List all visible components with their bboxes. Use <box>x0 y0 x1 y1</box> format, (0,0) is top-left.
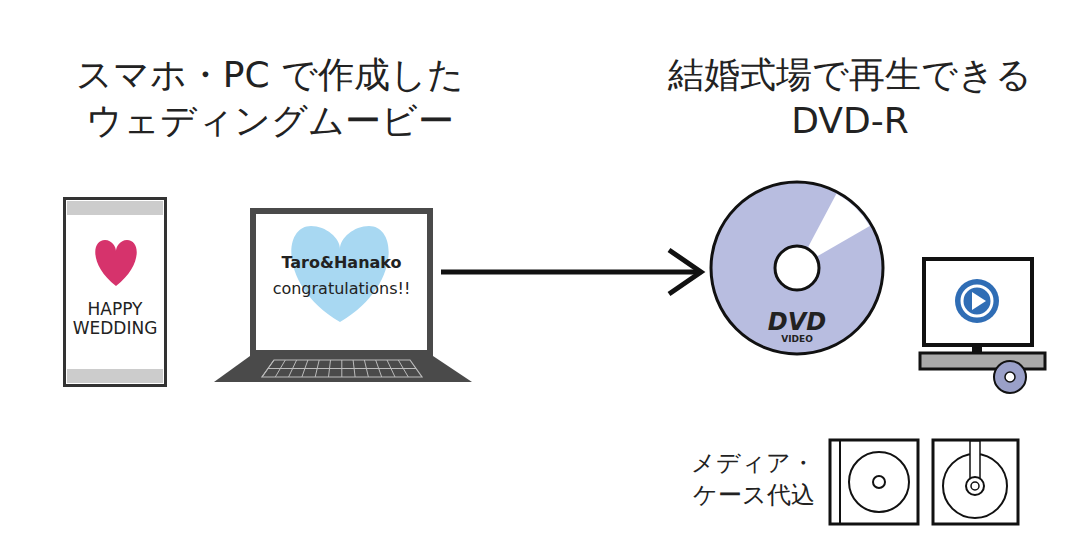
player-disc <box>994 361 1026 393</box>
note-text: メディア・ ケース代込 <box>660 447 815 511</box>
dvd-disc: DVDVIDEO <box>709 180 885 356</box>
node-text: HAPPY WEDDING <box>66 300 164 338</box>
disc-shine <box>808 194 869 256</box>
dvd-case <box>849 452 909 512</box>
heart-icon <box>291 226 388 322</box>
flow-arrow <box>441 250 701 294</box>
heading: スマホ・PC で作成した ウェディングムービー <box>40 52 500 144</box>
keyboard <box>376 360 382 377</box>
node-text: congratulations!! <box>256 276 427 302</box>
disc-sleeve <box>970 441 980 479</box>
dvd-case <box>873 476 885 488</box>
phone-band <box>67 201 163 215</box>
monitor <box>924 259 1032 345</box>
node-text: Taro&Hanako <box>256 250 427 276</box>
keyboard <box>289 360 297 377</box>
disc-sleeve <box>971 482 979 490</box>
node-text: DVD <box>709 310 885 334</box>
disc-hole <box>775 246 819 290</box>
heading: 結婚式場で再生できる DVD-R <box>640 52 1060 144</box>
dvd-case <box>830 440 918 524</box>
arrow-shaft <box>441 270 699 275</box>
laptop-base <box>214 356 472 382</box>
keyboard <box>262 360 422 377</box>
phone-screen: HAPPY WEDDING <box>63 197 167 387</box>
arrow-head <box>669 250 701 294</box>
keyboard <box>302 360 308 377</box>
keyboard <box>364 360 368 377</box>
keyboard <box>262 360 274 377</box>
play-icon <box>955 279 999 323</box>
dvd-player <box>920 353 1045 369</box>
keyboard <box>329 360 331 377</box>
laptop-screen: Taro&Hanakocongratulations!! <box>250 208 433 356</box>
keyboard <box>387 360 395 377</box>
dvd-case <box>839 440 841 524</box>
player-disc <box>1005 372 1015 382</box>
disc-sleeve <box>966 477 984 495</box>
keyboard <box>315 360 319 377</box>
keyboard <box>353 360 355 377</box>
phone-band <box>67 369 163 383</box>
play-icon <box>972 292 986 310</box>
disc-sleeve <box>933 440 1018 524</box>
keyboard <box>275 360 285 377</box>
node-text: VIDEO <box>709 334 885 345</box>
heart-icon <box>95 240 136 286</box>
keyboard <box>262 360 408 377</box>
play-icon <box>962 286 992 316</box>
keyboard <box>341 360 342 377</box>
keyboard <box>398 360 408 377</box>
